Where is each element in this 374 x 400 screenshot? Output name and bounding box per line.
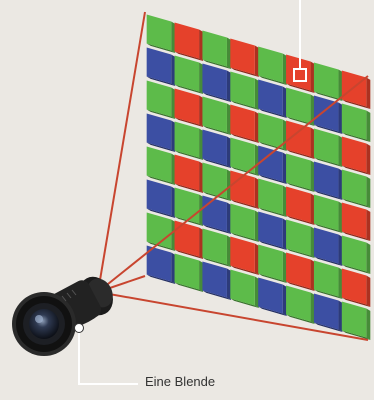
sensor-tile-side <box>366 78 370 109</box>
sensor-tile-side <box>366 243 370 274</box>
sensor-tile-side <box>366 144 370 175</box>
sensor-tile-side <box>366 210 370 241</box>
pixel-highlight-callout <box>294 0 306 81</box>
sensor-tile-side <box>366 276 370 307</box>
sensor-tile-side <box>366 309 370 340</box>
lens-icon <box>12 271 120 356</box>
aperture-label: Eine Blende <box>145 374 215 389</box>
sensor-tile-side <box>366 177 370 208</box>
sensor-tile-side <box>366 111 370 142</box>
light-ray <box>98 12 145 292</box>
sensor-grid <box>147 14 371 339</box>
aperture-callout <box>75 324 139 385</box>
